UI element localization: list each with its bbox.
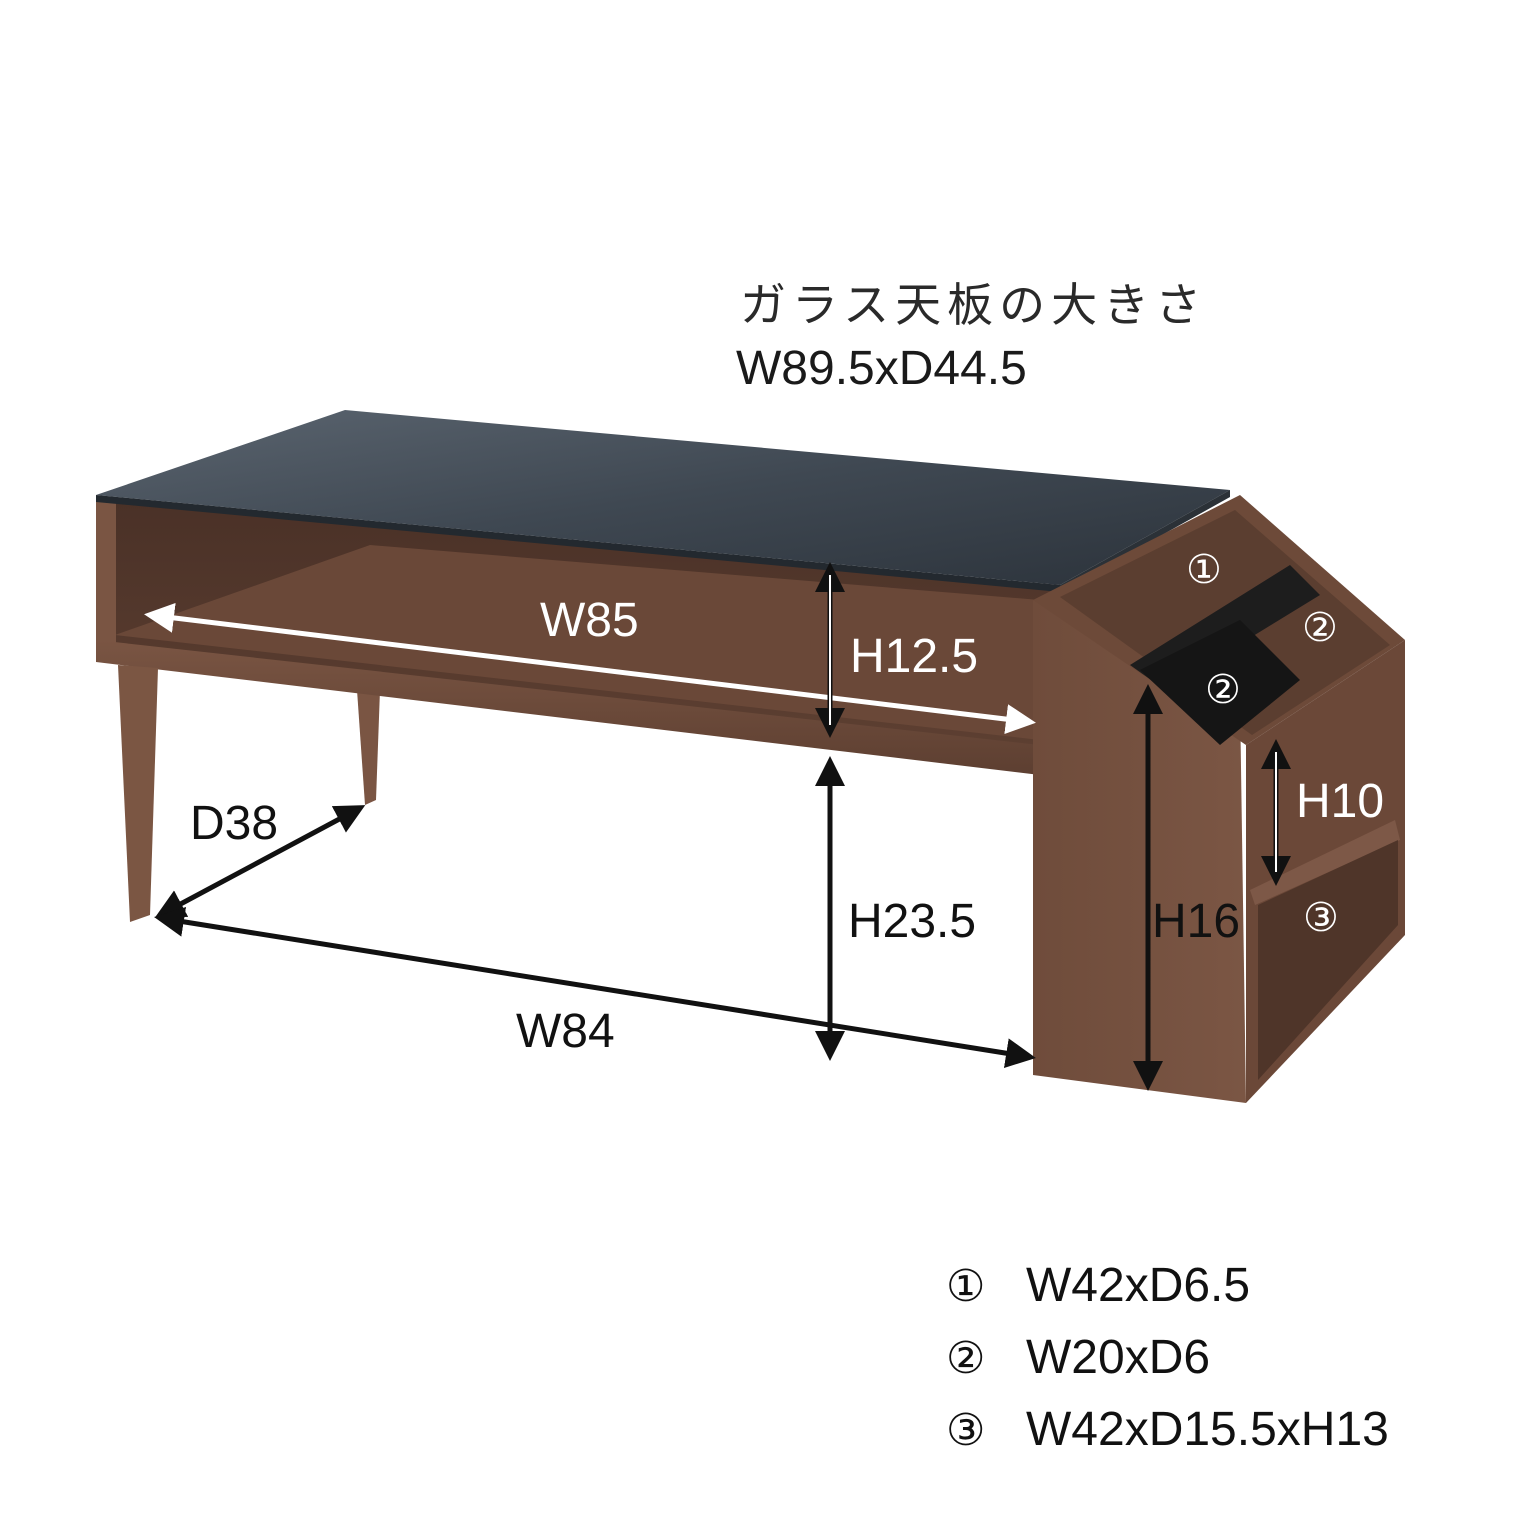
legend-num-1: ① bbox=[946, 1261, 986, 1312]
legend-value-1: W42xD6.5 bbox=[1026, 1259, 1251, 1312]
glass-top bbox=[96, 410, 1230, 585]
label-h10: H10 bbox=[1296, 775, 1385, 828]
label-h12-5: H12.5 bbox=[850, 630, 979, 683]
black-divider-tray-2 bbox=[1140, 620, 1300, 745]
legend-value-2: W20xD6 bbox=[1026, 1331, 1211, 1384]
compartment-mark-2b: ② bbox=[1205, 667, 1241, 713]
label-w85: W85 bbox=[540, 594, 639, 647]
compartment-mark-3: ③ bbox=[1303, 895, 1339, 941]
label-w84: W84 bbox=[516, 1005, 615, 1058]
glass-top-size: W89.5xD44.5 bbox=[736, 342, 1027, 395]
arrow-w84 bbox=[154, 906, 1036, 1069]
arrow-w85 bbox=[144, 603, 1036, 734]
arrow-d38 bbox=[154, 805, 366, 918]
back-left-leg bbox=[357, 690, 380, 805]
shelf-left-side bbox=[96, 497, 116, 662]
legend-row-2: ② W20xD6 bbox=[946, 1330, 1210, 1385]
legend-value-3: W42xD15.5xH13 bbox=[1026, 1403, 1389, 1456]
label-h16: H16 bbox=[1152, 895, 1241, 948]
legend-num-2: ② bbox=[946, 1333, 986, 1384]
front-left-leg bbox=[118, 665, 158, 922]
label-d38: D38 bbox=[190, 797, 279, 850]
legend-row-3: ③ W42xD15.5xH13 bbox=[946, 1402, 1389, 1457]
label-h23-5: H23.5 bbox=[848, 895, 977, 948]
legend-num-3: ③ bbox=[946, 1405, 986, 1456]
legend-row-1: ① W42xD6.5 bbox=[946, 1258, 1250, 1313]
glass-top-title: ガラス天板の大きさ bbox=[740, 278, 1208, 332]
storage-lower-opening bbox=[1258, 840, 1398, 1080]
compartment-mark-2a: ② bbox=[1302, 605, 1338, 651]
compartment-mark-1: ① bbox=[1186, 547, 1222, 593]
